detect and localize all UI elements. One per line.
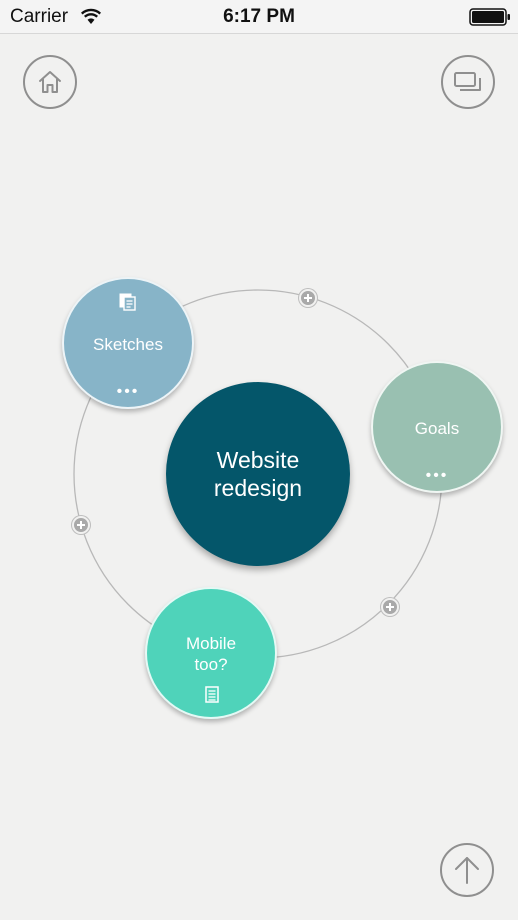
home-button[interactable] [23,55,77,109]
node-label: Sketches [93,335,163,354]
windows-button[interactable] [441,55,495,109]
more-options-icon[interactable]: ••• [425,467,449,484]
status-bar: Carrier 6:17 PM [0,0,518,34]
arrow-up-icon [455,857,479,884]
node-label: Goals [414,419,460,438]
notes-icon [205,686,219,703]
node-label: Mobile too? [185,634,237,674]
add-node-button[interactable] [72,516,90,534]
add-node-button[interactable] [299,289,317,307]
home-icon [39,71,61,93]
windows-icon [454,72,481,91]
more-options-icon[interactable]: ••• [116,383,140,400]
battery-icon [469,8,510,26]
carrier-label: Carrier [10,6,69,27]
node-mobile[interactable]: Mobile too? [145,587,277,719]
central-node[interactable]: Website redesign [166,382,350,566]
node-sketches[interactable]: Sketches ••• [62,277,194,409]
clock: 6:17 PM [223,6,295,27]
sketches-icon [119,293,136,311]
node-goals[interactable]: Goals ••• [371,361,503,493]
add-node-button[interactable] [381,598,399,616]
upload-button[interactable] [440,843,494,897]
wifi-icon [80,8,102,24]
central-node-label: Website redesign [213,447,303,501]
